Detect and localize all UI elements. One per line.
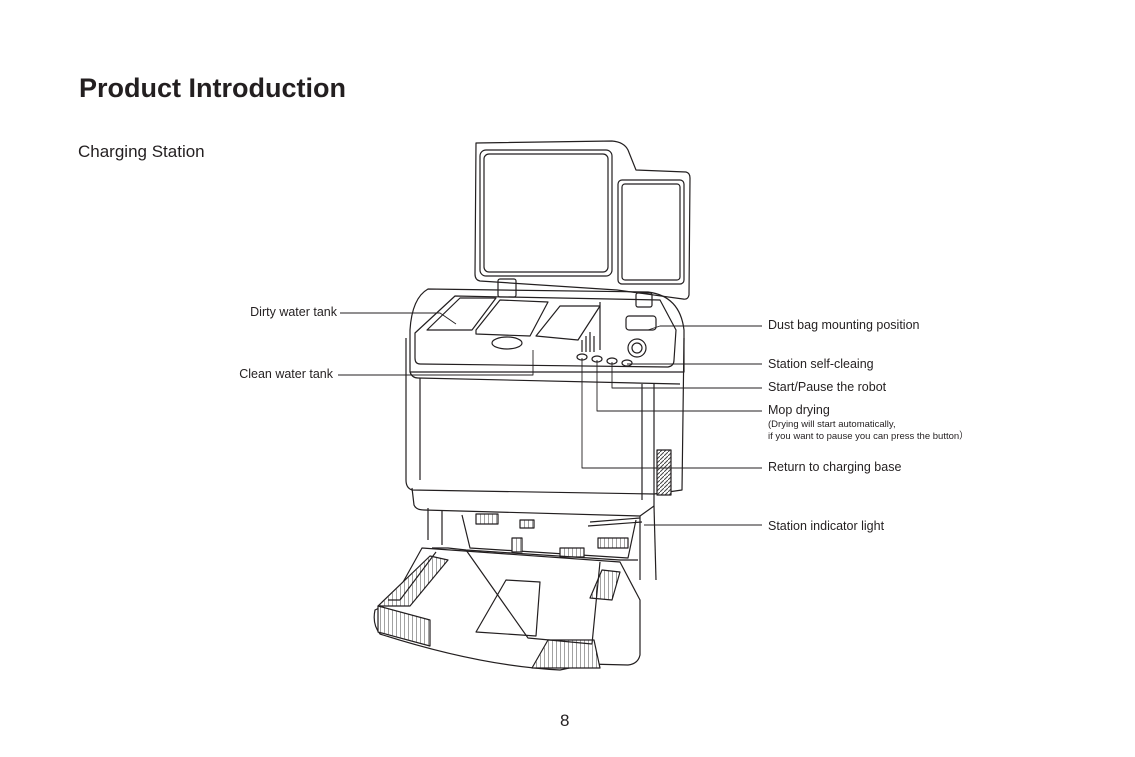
control-buttons [577, 354, 632, 366]
leader-clean-water-tank [338, 350, 533, 375]
label-station-self-cleaning: Station self-cleaing [768, 357, 874, 371]
label-mop-drying: Mop drying [768, 403, 830, 417]
leader-return-base [582, 358, 762, 468]
station-base [374, 506, 656, 670]
leader-mop-drying [597, 360, 762, 411]
leader-dust-bag [648, 326, 762, 330]
top-deck [410, 289, 684, 372]
label-dirty-water-tank: Dirty water tank [200, 305, 337, 319]
page-number: 8 [560, 711, 569, 731]
leader-lines [338, 313, 762, 525]
note-mop-drying-2: if you want to pause you can press the b… [768, 431, 969, 443]
label-start-pause: Start/Pause the robot [768, 380, 886, 394]
label-return-to-base: Return to charging base [768, 460, 901, 474]
open-lid [475, 141, 690, 307]
note-mop-drying-1: (Drying will start automatically, [768, 419, 896, 431]
label-dust-bag-mounting: Dust bag mounting position [768, 318, 919, 332]
label-indicator-light: Station indicator light [768, 519, 884, 533]
label-clean-water-tank: Clean water tank [200, 367, 333, 381]
leader-start-pause [612, 362, 762, 388]
